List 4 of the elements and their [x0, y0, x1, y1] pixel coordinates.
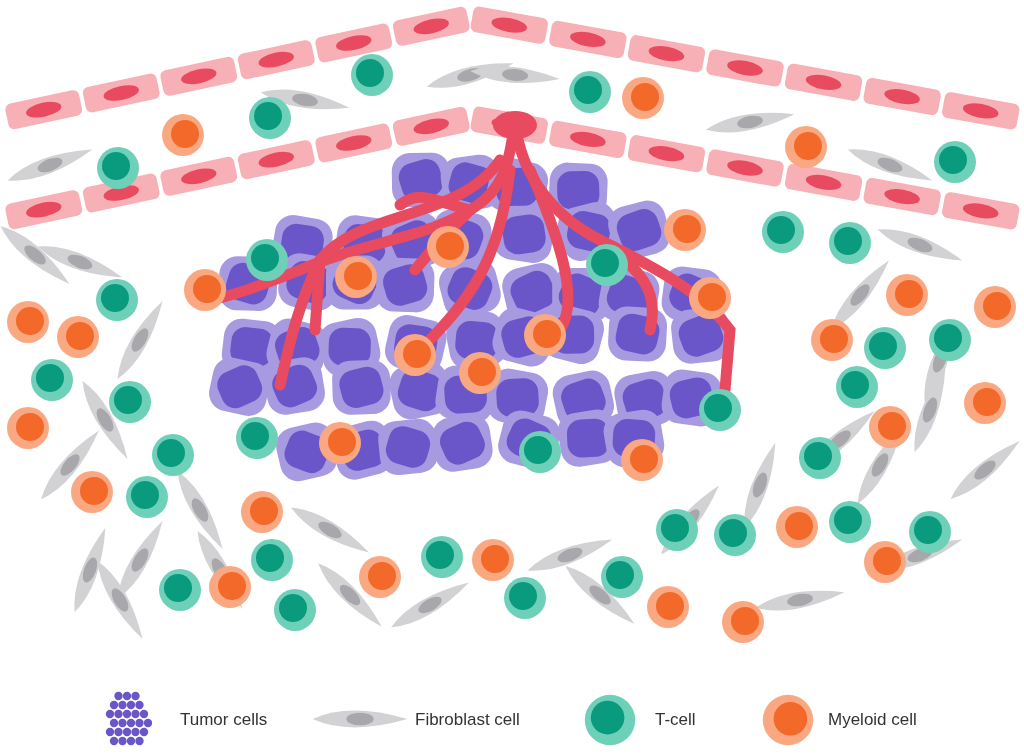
legend-label: T-cell: [655, 710, 696, 730]
legend-label: Tumor cells: [180, 710, 268, 730]
legend-label: Fibroblast cell: [415, 710, 520, 730]
legend-label: Myeloid cell: [828, 710, 917, 730]
